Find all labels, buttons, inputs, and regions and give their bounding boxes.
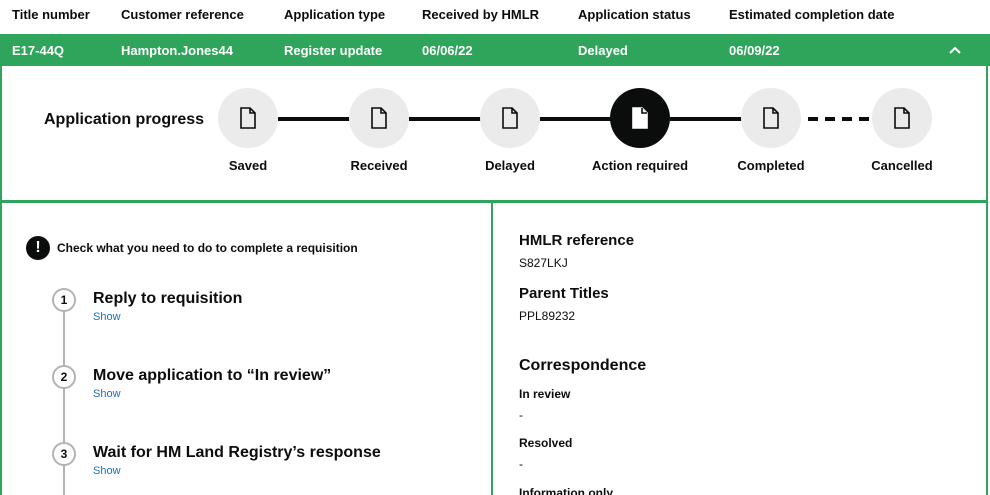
- progress-step-delayed: Delayed: [450, 88, 570, 173]
- progress-connector-dashed: [808, 117, 872, 121]
- show-step-link[interactable]: Show: [93, 388, 121, 400]
- step-timeline-line: [63, 310, 65, 495]
- progress-step-label: Delayed: [485, 158, 535, 173]
- parent-titles-value: PPL89232: [519, 309, 576, 323]
- progress-step-label: Cancelled: [871, 158, 933, 173]
- document-icon: [763, 107, 779, 129]
- step-title: Reply to requisition: [93, 290, 243, 307]
- progress-step-saved: Saved: [188, 88, 308, 173]
- progress-step-label: Saved: [228, 158, 268, 173]
- resolved-label: Resolved: [519, 436, 573, 450]
- column-header-received-by-hmlr: Received by HMLR: [422, 7, 540, 22]
- applications-table-header: Title number Customer reference Applicat…: [0, 0, 990, 34]
- title-number-cell: E17-44Q: [12, 43, 65, 58]
- column-header-estimated-completion: Estimated completion date: [729, 7, 895, 22]
- document-icon: [240, 107, 256, 129]
- requisition-panel: ! Check what you need to do to complete …: [0, 201, 493, 495]
- progress-title: Application progress: [44, 111, 205, 128]
- progress-step-label: Completed: [737, 158, 805, 173]
- progress-connector: [278, 117, 350, 121]
- customer-reference-cell: Hampton.Jones44: [121, 43, 233, 58]
- resolved-value: -: [519, 457, 523, 471]
- step-title: Wait for HM Land Registry’s response: [93, 444, 381, 461]
- parent-titles-label: Parent Titles: [519, 285, 609, 302]
- exclamation-icon: !: [26, 236, 50, 260]
- application-row[interactable]: E17-44Q Hampton.Jones44 Register update …: [0, 34, 990, 66]
- column-header-application-status: Application status: [578, 7, 691, 22]
- in-review-value: -: [519, 408, 523, 422]
- column-header-application-type: Application type: [284, 7, 386, 22]
- document-icon: [632, 107, 648, 129]
- progress-connector: [540, 117, 612, 121]
- step-title: Move application to “In review”: [93, 367, 332, 384]
- progress-step-completed: Completed: [711, 88, 831, 173]
- step-number: 3: [52, 442, 76, 466]
- progress-step-cancelled: Cancelled: [842, 88, 962, 173]
- application-type-cell: Register update: [284, 43, 383, 58]
- column-header-customer-reference: Customer reference: [121, 7, 244, 22]
- estimated-completion-cell: 06/09/22: [729, 43, 780, 58]
- progress-step-label: Action required: [591, 158, 689, 173]
- chevron-up-icon[interactable]: [948, 43, 962, 57]
- application-status-cell: Delayed: [578, 43, 628, 58]
- received-date-cell: 06/06/22: [422, 43, 473, 58]
- in-review-label: In review: [519, 387, 571, 401]
- information-only-label: Information only: [519, 486, 613, 495]
- application-progress-panel: Application progress Saved Received Dela…: [0, 66, 988, 202]
- application-details-panel: HMLR reference S827LKJ Parent Titles PPL…: [493, 201, 988, 495]
- progress-step-label: Received: [350, 158, 408, 173]
- document-icon: [894, 107, 910, 129]
- requisition-notice: ! Check what you need to do to complete …: [26, 236, 358, 260]
- column-header-title-number: Title number: [12, 7, 90, 22]
- document-icon: [371, 107, 387, 129]
- progress-step-action-required: Action required: [580, 88, 700, 173]
- correspondence-heading: Correspondence: [519, 357, 647, 374]
- show-step-link[interactable]: Show: [93, 311, 121, 323]
- requisition-notice-text: Check what you need to do to complete a …: [57, 241, 358, 255]
- progress-connector: [670, 117, 742, 121]
- hmlr-reference-label: HMLR reference: [519, 232, 635, 249]
- document-icon: [502, 107, 518, 129]
- step-number: 2: [52, 365, 76, 389]
- hmlr-reference-value: S827LKJ: [519, 256, 568, 270]
- progress-connector: [409, 117, 481, 121]
- step-number: 1: [52, 288, 76, 312]
- show-step-link[interactable]: Show: [93, 465, 121, 477]
- progress-step-received: Received: [319, 88, 439, 173]
